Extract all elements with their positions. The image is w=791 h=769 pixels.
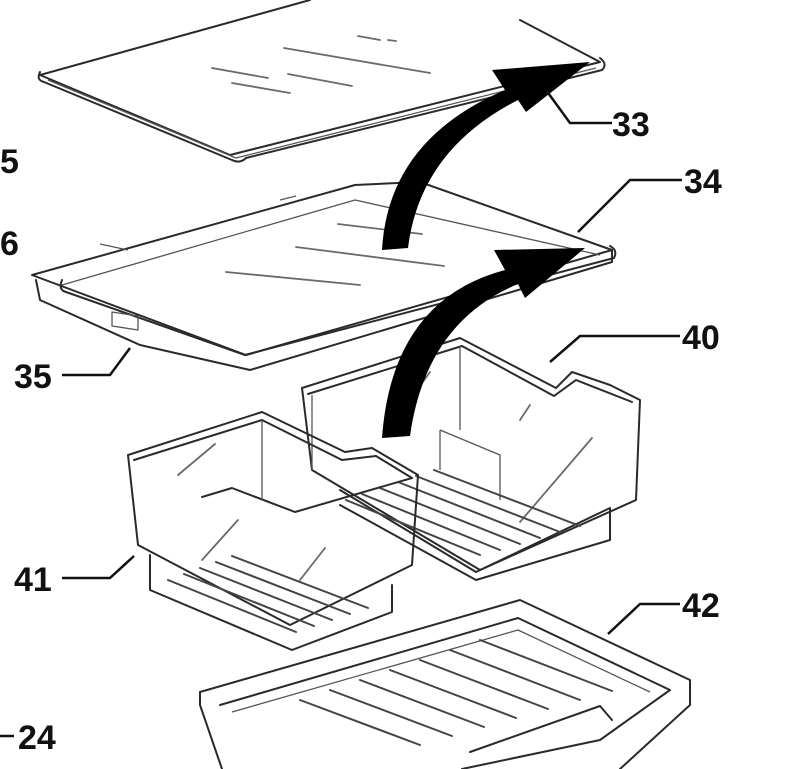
glass-shelf-34 (31, 181, 617, 371)
label-42: 42 (682, 587, 720, 625)
label-24: 24 (18, 719, 56, 757)
leader-lines (0, 89, 682, 738)
tray-42 (199, 599, 691, 769)
label-41: 41 (14, 561, 52, 599)
storage-bin-41 (127, 411, 419, 651)
label-35: 35 (14, 358, 52, 396)
label-5: 5 (0, 143, 19, 181)
label-33: 33 (612, 106, 650, 144)
upper-removal-arrow (382, 62, 590, 250)
label-40: 40 (682, 319, 720, 357)
label-6: 6 (0, 225, 19, 263)
label-34: 34 (684, 163, 722, 201)
lower-removal-arrow (382, 248, 585, 438)
removal-arrows (382, 62, 590, 438)
glass-shelf-33 (37, 0, 606, 163)
storage-bin-40 (301, 337, 641, 581)
